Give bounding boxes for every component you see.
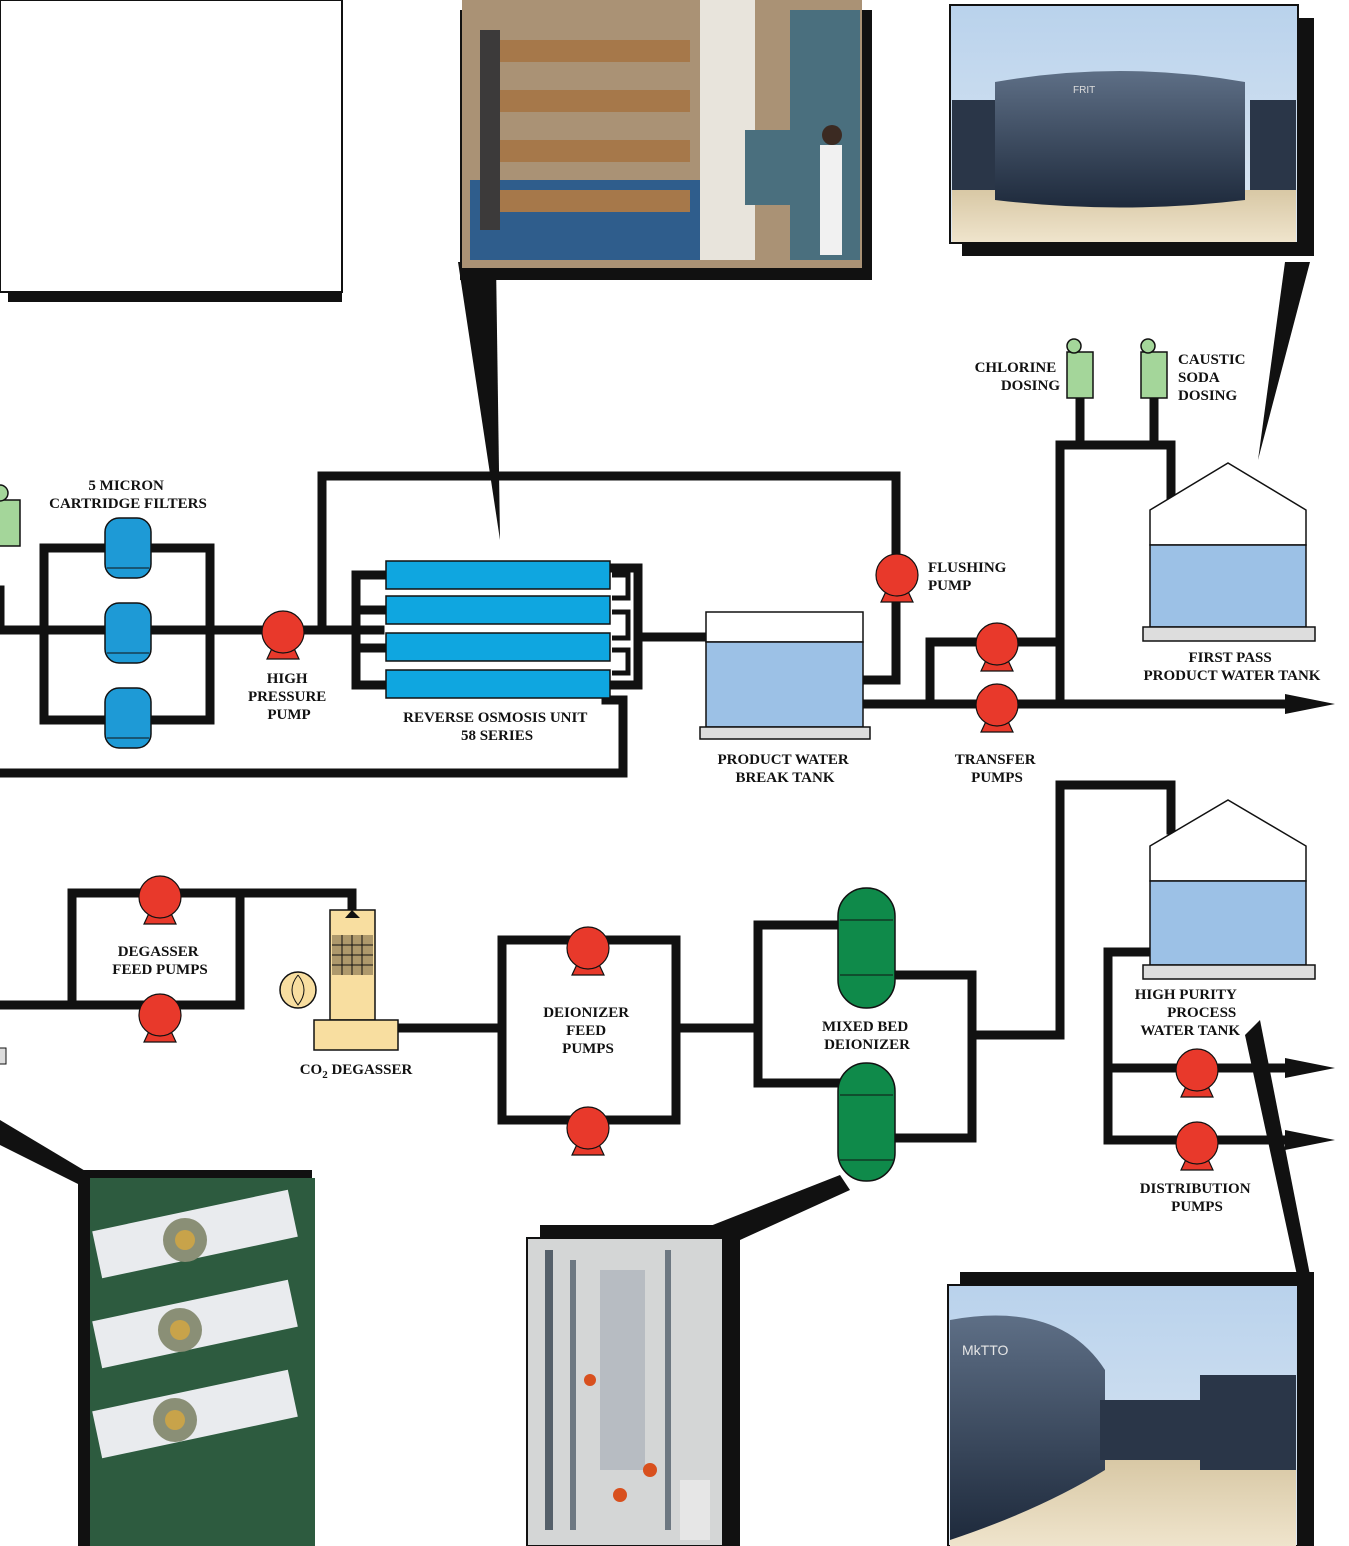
ro-unit-photo (458, 0, 872, 540)
arrow-first-pass-out (1285, 694, 1335, 714)
blower-fan-icon (280, 972, 316, 1008)
ro-membrane (386, 561, 610, 589)
cartridge-filter (105, 518, 151, 578)
high-pressure-pump-label: HIGH PRESSURE PUMP (248, 671, 330, 723)
ro-unit-label: REVERSE OSMOSIS UNIT 58 SERIES (403, 710, 591, 744)
transfer-pump-icon (976, 684, 1018, 732)
deionizer-skid-photo (527, 1175, 850, 1546)
chlorine-dosing-label: CHLORINE DOSING (975, 360, 1061, 394)
ro-membrane (386, 596, 610, 624)
distribution-pump-icon (1176, 1049, 1218, 1097)
first-pass-tank-label: FIRST PASS PRODUCT WATER TANK (1144, 650, 1321, 684)
degasser-feed-pump-icon (139, 994, 181, 1042)
distribution-pump-icon (1176, 1122, 1218, 1170)
transfer-pumps-label: TRANSFER PUMPS (955, 752, 1040, 786)
product-break-tank (700, 612, 870, 739)
chlorine-dosing-pot (1067, 339, 1093, 398)
ro-membrane (386, 633, 610, 661)
process-tank-photo: MkTTO (948, 1020, 1314, 1546)
blank-panel (0, 0, 342, 302)
deionizer-feed-pumps-label: DEIONIZER FEED PUMPS (543, 1005, 633, 1057)
co2-degasser-label: CO2 DEGASSER (300, 1062, 413, 1081)
cartridge-filters-label: 5 MICRON CARTRIDGE FILTERS (49, 478, 207, 512)
distribution-pumps-label: DISTRIBUTION PUMPS (1140, 1181, 1255, 1215)
deionizer-feed-pump-icon (567, 1107, 609, 1155)
ro-membranes (386, 561, 628, 698)
ro-membrane (386, 670, 610, 698)
edge-fitting (0, 1048, 6, 1064)
flushing-pump-icon (876, 554, 918, 602)
membrane-housings-photo (0, 1120, 315, 1546)
co2-degasser (280, 910, 398, 1050)
arrow-distribution-out-1 (1285, 1058, 1335, 1078)
high-pressure-pump-icon (262, 611, 304, 659)
svg-text:MkTTO: MkTTO (962, 1342, 1009, 1358)
arrow-distribution-out-2 (1285, 1130, 1335, 1150)
cartridge-filters (105, 518, 151, 748)
caustic-dosing-pot (1141, 339, 1167, 398)
mixed-bed-deionizer-label: MIXED BED DEIONIZER (822, 1019, 912, 1053)
cartridge-filter (105, 688, 151, 748)
degasser-feed-pumps-label: DEGASSER FEED PUMPS (112, 944, 207, 978)
svg-text:FRIT: FRIT (1073, 85, 1095, 96)
product-break-tank-label: PRODUCT WATER BREAK TANK (717, 752, 852, 786)
high-purity-tank-label: HIGH PURITY PROCESS WATER TANK (1135, 987, 1241, 1039)
transfer-pump-icon (976, 623, 1018, 671)
degasser-feed-pump-icon (139, 876, 181, 924)
cartridge-filter (105, 603, 151, 663)
flushing-pump-label: FLUSHING PUMP (928, 560, 1010, 594)
partial-dosing-pot (0, 485, 20, 546)
caustic-soda-dosing-label: CAUSTIC SODA DOSING (1178, 352, 1249, 404)
deionizer-feed-pump-icon (567, 927, 609, 975)
